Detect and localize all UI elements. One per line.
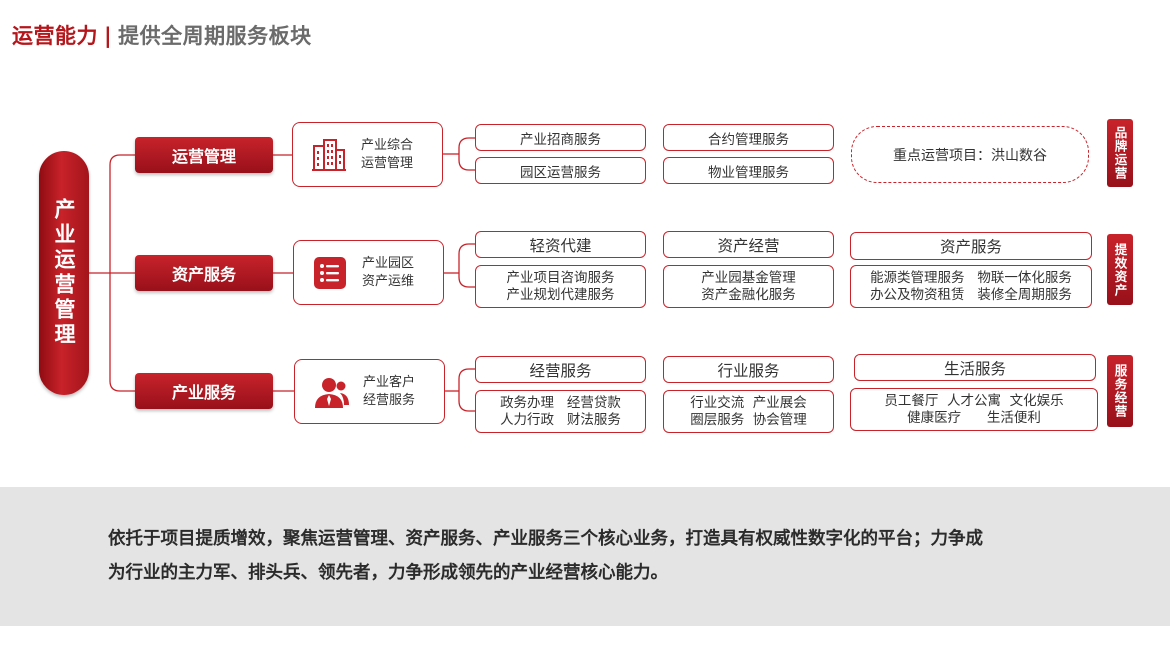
group-body-asset-services: 能源类管理服务 物联一体化服务 办公及物资租赁 装修全周期服务: [850, 265, 1092, 308]
summary-line1: 依托于项目提质增效，聚焦运营管理、资产服务、产业服务三个核心业务，打造具有权威性…: [108, 529, 983, 549]
group-line: 能源类管理服务 物联一体化服务: [870, 269, 1072, 286]
group-body-construction: 产业项目咨询服务 产业规划代建服务: [475, 265, 646, 308]
title-separator: |: [104, 24, 113, 48]
card-line2: 运营管理: [361, 155, 414, 171]
page-title: 运营能力|提供全周期服务板块: [12, 20, 312, 50]
tag-service-operations: 服务经营: [1107, 355, 1133, 427]
tag-brand-operations: 品牌运营: [1107, 119, 1133, 187]
category-assets: 资产服务: [135, 255, 273, 291]
title-main: 运营能力: [12, 24, 98, 48]
group-body-business-services: 政务办理 经营贷款 人力行政 财法服务: [475, 390, 646, 433]
box-property: 物业管理服务: [663, 157, 834, 184]
center-pill: 产业运营管理: [39, 151, 89, 395]
card-line1: 产业客户: [363, 374, 416, 390]
group-body-asset-management: 产业园基金管理 资产金融化服务: [663, 265, 834, 308]
group-line: 政务办理 经营贷款: [500, 394, 621, 411]
list-icon: [310, 255, 350, 291]
summary-band: [0, 487, 1170, 626]
category-industry: 产业服务: [135, 373, 273, 409]
users-icon: [311, 374, 351, 410]
group-line: 产业园基金管理: [701, 269, 796, 286]
group-body-life-services: 员工餐厅 人才公寓 文化娱乐 健康医疗 生活便利: [850, 388, 1098, 431]
group-line: 行业交流 产业展会: [690, 394, 807, 411]
group-line: 产业项目咨询服务: [506, 269, 615, 286]
card-assets: 产业园区 资产运维: [293, 240, 444, 305]
group-header-asset-management: 资产经营: [663, 231, 834, 258]
group-line: 产业规划代建服务: [506, 286, 615, 303]
card-line1: 产业综合: [361, 137, 414, 153]
group-header-asset-services: 资产服务: [850, 232, 1092, 260]
box-park-operations: 园区运营服务: [475, 157, 646, 184]
card-industry: 产业客户 经营服务: [294, 359, 445, 424]
group-header-business-services: 经营服务: [475, 356, 646, 383]
building-icon: [309, 137, 349, 173]
tag-asset-efficiency: 提效资产: [1107, 234, 1133, 305]
group-line: 人力行政 财法服务: [500, 411, 621, 428]
group-line: 资产金融化服务: [701, 286, 796, 303]
group-line: 健康医疗 生活便利: [907, 409, 1041, 426]
box-contract: 合约管理服务: [663, 124, 834, 151]
title-sub: 提供全周期服务板块: [118, 24, 312, 48]
summary-text: 依托于项目提质增效，聚焦运营管理、资产服务、产业服务三个核心业务，打造具有权威性…: [108, 522, 1098, 590]
category-operations: 运营管理: [135, 137, 273, 173]
group-header-industry-services: 行业服务: [663, 356, 834, 383]
card-operations: 产业综合 运营管理: [292, 122, 443, 187]
group-header-construction: 轻资代建: [475, 231, 646, 258]
group-body-industry-services: 行业交流 产业展会 圈层服务 协会管理: [663, 390, 834, 433]
group-line: 员工餐厅 人才公寓 文化娱乐: [884, 392, 1064, 409]
group-line: 圈层服务 协会管理: [690, 411, 807, 428]
highlight-project: 重点运营项目：洪山数谷: [851, 126, 1089, 183]
summary-line2: 为行业的主力军、排头兵、领先者，力争形成领先的产业经营核心能力。: [108, 563, 668, 583]
card-line2: 资产运维: [362, 273, 415, 289]
group-header-life-services: 生活服务: [854, 354, 1096, 381]
card-line2: 经营服务: [363, 392, 416, 408]
box-investment: 产业招商服务: [475, 124, 646, 151]
group-line: 办公及物资租赁 装修全周期服务: [870, 286, 1072, 303]
card-line1: 产业园区: [362, 255, 415, 271]
